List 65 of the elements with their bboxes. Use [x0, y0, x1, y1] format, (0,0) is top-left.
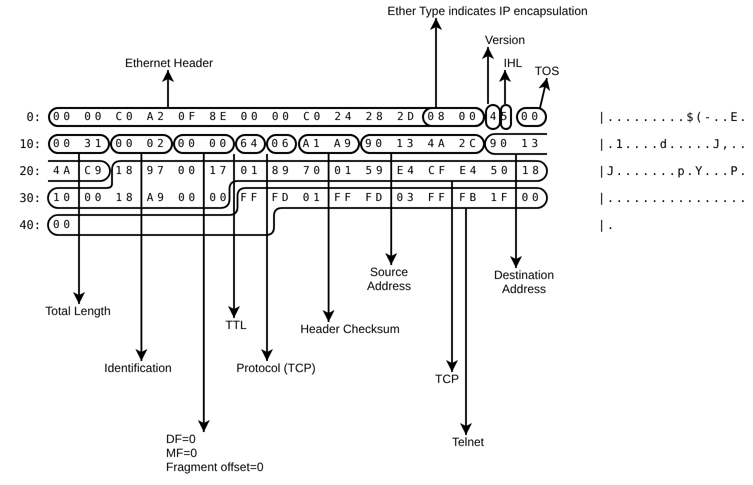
leader-line [446, 181, 458, 372]
offset-label: 40: [19, 217, 41, 233]
hex-bytes: 4A C9 [53, 163, 106, 179]
hex-bytes: 00 00 C0 A2 0F 8E 00 00 C0 24 28 2D [53, 109, 418, 125]
offset-label: 0: [26, 109, 41, 125]
hex-bytes: 00 00 [178, 136, 230, 152]
field-label: Protocol (TCP) [226, 361, 326, 375]
leader-line [322, 154, 335, 322]
byte-field-outline [485, 104, 500, 130]
field-label: Version [480, 33, 530, 47]
hex-bytes: 64 [240, 136, 262, 152]
ascii-dump: |. [598, 217, 616, 233]
byte-field-outline [422, 107, 485, 127]
hex-bytes: 00 [53, 217, 74, 233]
offset-label: 20: [19, 163, 41, 179]
field-label: Destination Address [484, 268, 564, 296]
byte-field-outline [516, 107, 547, 127]
hex-bytes: 90 13 [490, 136, 542, 152]
field-label: Identification [93, 361, 183, 375]
field-label: Ethernet Header [114, 56, 224, 70]
hex-bytes: 10 00 18 A9 00 00 [53, 190, 230, 206]
leader-line [261, 154, 273, 361]
field-label: Header Checksum [290, 322, 410, 336]
field-label: Telnet [443, 435, 493, 449]
offset-label: 30: [19, 190, 41, 206]
hex-bytes: A1 A9 [302, 136, 355, 152]
hex-bytes: FF FD 01 FF FD 03 FF FB 1F 00 [240, 190, 542, 206]
field-label: IHL [500, 56, 526, 70]
leader-line [198, 154, 210, 432]
leader-line [135, 154, 148, 361]
field-label: Source Address [361, 265, 417, 293]
leader-line [482, 47, 494, 104]
leader-line [385, 154, 398, 265]
leader-line [499, 70, 511, 104]
hex-bytes: 00 02 [115, 136, 168, 152]
leader-line [73, 154, 85, 304]
field-label: Total Length [33, 304, 123, 318]
ascii-dump: |.1....d.....J,.. [598, 136, 748, 152]
hex-bytes: 18 97 00 17 01 89 70 01 59 E4 CF E4 50 18 [115, 163, 543, 179]
hex-bytes: 00 [521, 109, 542, 125]
byte-field-outline [48, 107, 485, 127]
field-label: Ether Type indicates IP encapsulation [365, 4, 610, 18]
hex-bytes: 06 [271, 136, 292, 152]
ascii-dump: |................ [598, 190, 748, 206]
offset-label: 10: [19, 136, 41, 152]
hex-bytes: 90 13 4A 2C [365, 136, 480, 152]
field-label: TCP [432, 372, 462, 386]
leader-line [228, 154, 240, 318]
leader-line [162, 70, 174, 107]
hex-bytes: 5 [500, 109, 512, 125]
leader-line [510, 154, 522, 268]
hex-bytes: 00 31 [53, 136, 106, 152]
ascii-dump: |J.......p.Y...P. [598, 163, 748, 179]
hex-bytes: 4 [490, 109, 500, 125]
byte-field-outline [500, 104, 512, 130]
field-label: Fragment offset=0 [166, 460, 264, 474]
field-label: TOS [530, 64, 564, 78]
field-label: MF=0 [166, 446, 198, 460]
hex-bytes: 08 00 [427, 109, 480, 125]
leader-line [430, 18, 442, 107]
field-label: TTL [221, 318, 251, 332]
field-label: DF=0 [166, 432, 197, 446]
leader-line [538, 78, 550, 108]
ascii-dump: |.........$(-..E. [598, 109, 748, 125]
leader-line [460, 208, 472, 435]
